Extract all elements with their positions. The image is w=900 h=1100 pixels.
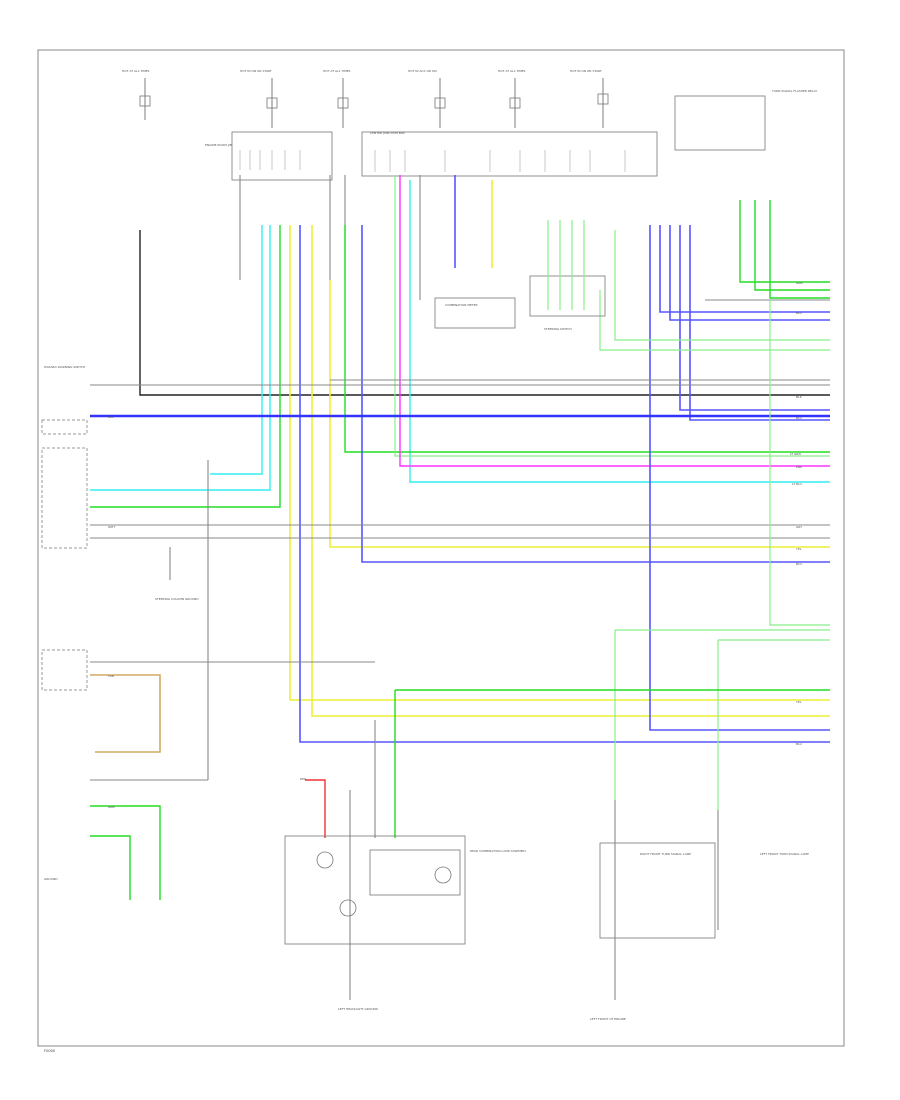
fuse-label-3: HOT AT ALL TIMES bbox=[323, 69, 351, 73]
steering-switch-block: STEERING SWITCH COMBINATION METER bbox=[434, 220, 606, 331]
tag-tan: TAN bbox=[107, 674, 114, 678]
tag-black-1: BLK bbox=[796, 395, 803, 399]
right-turn-lamp-label: RIGHT FRONT TURN SIGNAL LAMP bbox=[640, 852, 691, 856]
tag-red: RED bbox=[300, 777, 307, 781]
gray-bus-lines bbox=[90, 299, 830, 539]
hazard-switch-label: HAZARD WARNING SWITCH bbox=[44, 365, 85, 369]
front-turn-lamps: RIGHT FRONT TURN SIGNAL LAMP LEFT FRONT … bbox=[590, 800, 809, 1021]
tag-blue-4: BLU bbox=[796, 742, 802, 746]
wire-green-left-2 bbox=[90, 835, 131, 900]
fuse-label-4: HOT IN ACC OR ON bbox=[408, 69, 437, 73]
left-modules: HAZARD WARNING SWITCH STEERING COLUMN GR… bbox=[41, 365, 375, 900]
fuse-label-1: HOT AT ALL TIMES bbox=[122, 69, 150, 73]
fuse-sources: HOT AT ALL TIMES HOT IN ON OR START HOT … bbox=[122, 69, 609, 128]
center-junction-box bbox=[361, 131, 658, 177]
wire-green-left-1 bbox=[90, 805, 161, 900]
tag-green-left: GRN bbox=[108, 805, 115, 809]
fuse-label-2: HOT IN ON OR START bbox=[240, 69, 272, 73]
tag-blue-left: BLU bbox=[108, 415, 114, 419]
tag-blue-2: BLU bbox=[796, 416, 802, 420]
fuse-label-5: HOT AT ALL TIMES bbox=[498, 69, 526, 73]
tag-green-1: GRN bbox=[796, 281, 803, 285]
vertical-wires bbox=[90, 175, 830, 743]
junction-boxes: ENGINE ROOM J/B CENTER JUNCTION BOX TURN… bbox=[205, 89, 817, 181]
tag-pink: PNK bbox=[796, 465, 803, 469]
center-junction-label: CENTER JUNCTION BOX bbox=[370, 131, 405, 135]
footer-code: F0000 bbox=[44, 1049, 56, 1053]
turn-signal-relay-label: TURN SIGNAL FLASHER RELAY bbox=[771, 89, 817, 93]
tag-gray: GRY bbox=[796, 525, 802, 529]
tag-light-green: LT GRN bbox=[790, 452, 801, 456]
engine-room-jb-label: ENGINE ROOM J/B bbox=[205, 143, 232, 147]
ground-center-label: LEFT HEADLIGHT GROUND bbox=[338, 1007, 379, 1011]
tag-blue-1: BLU bbox=[796, 311, 802, 315]
tag-white: WHT bbox=[108, 525, 115, 529]
wire-red bbox=[305, 779, 326, 838]
diagram-frame bbox=[37, 49, 845, 1047]
rear-lamp-label: REAR COMBINATION LAMP ASSEMBLY bbox=[470, 849, 526, 853]
left-turn-lamp-label: LEFT FRONT TURN SIGNAL LAMP bbox=[760, 852, 809, 856]
ground-left-label: GROUND bbox=[44, 877, 58, 881]
fuse-label-6: HOT IN ON OR START bbox=[570, 69, 602, 73]
wire-cyan-1 bbox=[210, 225, 263, 475]
tag-blue-3: BLU bbox=[796, 562, 802, 566]
tag-yellow-1: YEL bbox=[796, 547, 802, 551]
tag-cyan: LT BLU bbox=[792, 482, 802, 486]
wire-black-main bbox=[139, 230, 830, 396]
combination-meter-label: COMBINATION METER bbox=[445, 303, 478, 307]
engine-room-jb bbox=[231, 131, 333, 181]
rear-lamp-assembly: REAR COMBINATION LAMP ASSEMBLY LEFT HEAD… bbox=[284, 720, 526, 1011]
ground-right-label: LEFT FRONT OF ENGINE bbox=[590, 1017, 626, 1021]
steering-switch-label: STEERING SWITCH bbox=[544, 327, 572, 331]
right-green-ladder bbox=[394, 200, 830, 838]
tag-yellow-2: YEL bbox=[796, 700, 802, 704]
wire-green-lower bbox=[394, 689, 830, 838]
turn-signal-relay bbox=[674, 95, 766, 151]
wire-tags: GRN BLU BLK BLU LT GRN PNK LT BLU GRY YE… bbox=[107, 281, 803, 809]
ground-hazard-label: STEERING COLUMN GROUND bbox=[155, 597, 199, 601]
wire-tan bbox=[90, 674, 161, 753]
